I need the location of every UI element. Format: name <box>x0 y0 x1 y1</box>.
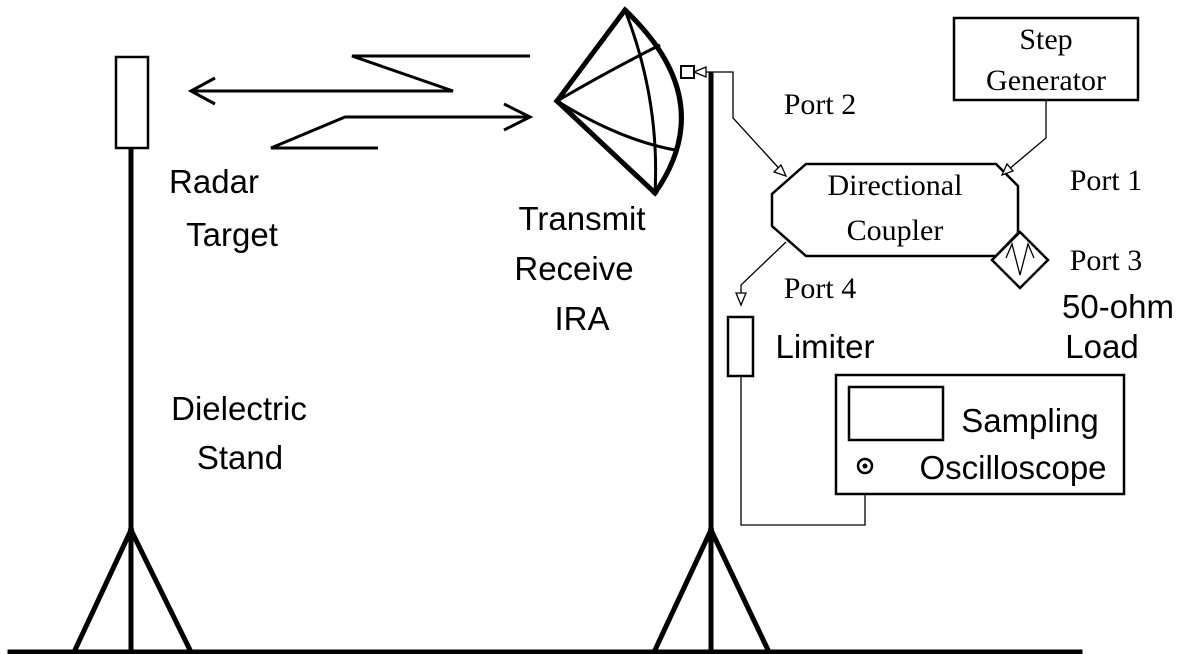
oscilloscope <box>834 373 1126 496</box>
port3-label: Port 3 <box>1070 244 1143 277</box>
dielectric-stand-label-line2: Stand <box>197 439 283 476</box>
step-generator-label-line2: Generator <box>986 64 1106 97</box>
oscilloscope-label-line2: Oscilloscope <box>919 449 1106 486</box>
load-label-line2: Load <box>1065 328 1138 365</box>
ira-label-line1: Transmit <box>518 200 645 237</box>
coupler-label-line1: Directional <box>828 169 963 202</box>
port2-label: Port 2 <box>784 88 857 121</box>
ira-label-line3: IRA <box>554 300 609 337</box>
load-resistor <box>990 230 1050 290</box>
radar-wave-arrows <box>187 54 534 150</box>
radar-target-label-line2: Target <box>186 216 278 253</box>
radar-target-box <box>114 55 150 150</box>
ira-antenna <box>553 6 695 197</box>
limiter-label: Limiter <box>775 328 874 365</box>
limiter-box <box>726 315 755 378</box>
right-stand <box>651 72 772 654</box>
port1-label: Port 1 <box>1070 164 1143 197</box>
load-label-line1: 50-ohm <box>1062 288 1174 325</box>
ira-label-line2: Receive <box>514 250 633 287</box>
oscilloscope-label-line1: Sampling <box>961 402 1099 439</box>
step-generator-label-line1: Step <box>1019 23 1072 56</box>
oscilloscope-screen <box>847 385 945 442</box>
dielectric-stand-label-line1: Dielectric <box>171 390 307 427</box>
radar-target-label-line1: Radar <box>169 163 259 200</box>
left-stand <box>71 145 194 654</box>
port4-label: Port 4 <box>784 272 857 305</box>
coupler-label-line2: Coupler <box>847 214 944 247</box>
